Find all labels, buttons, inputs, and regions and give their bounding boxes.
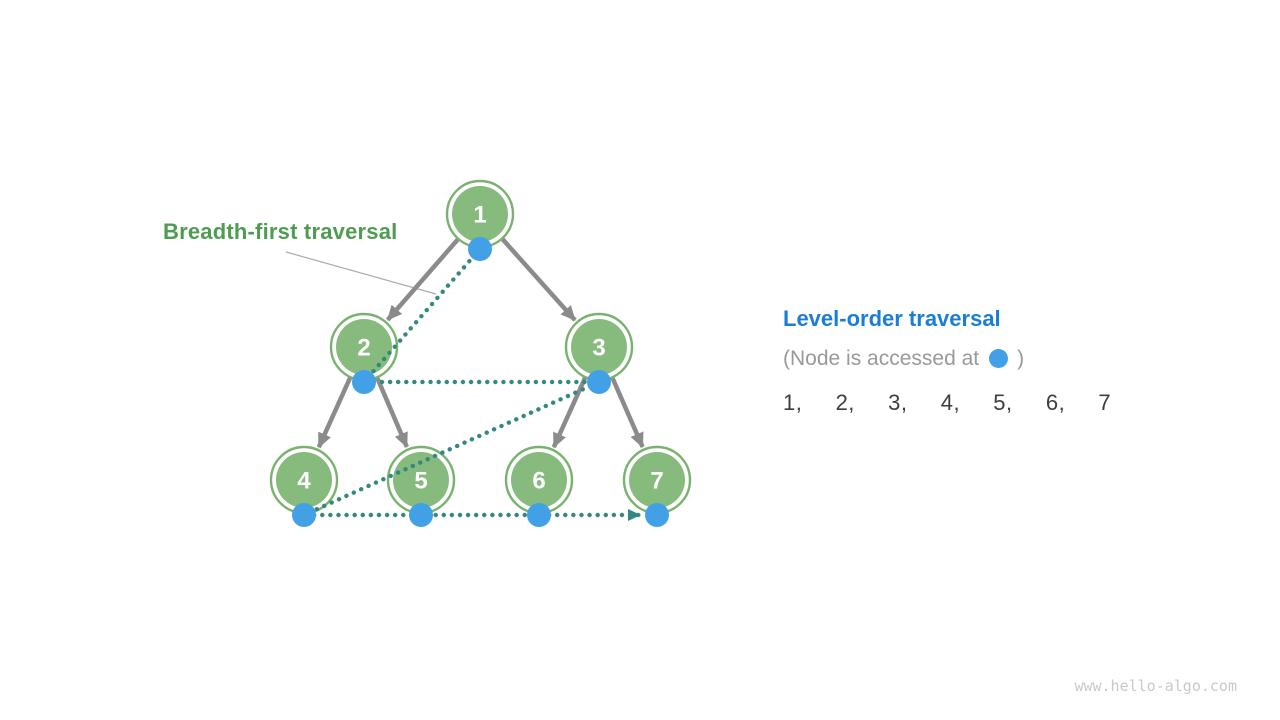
access-dot-4	[292, 503, 316, 527]
tree-node-1: 1	[445, 179, 515, 249]
traversal-sequence: 1, 2, 3, 4, 5, 6, 7	[783, 390, 1112, 415]
legend-note: (Node is accessed at )	[783, 345, 1111, 372]
label-pointer-line	[285, 251, 437, 295]
access-dot-icon	[989, 349, 1009, 368]
tree-node-5: 5	[386, 445, 456, 515]
tree-node-label: 3	[592, 335, 605, 362]
tree-node-label: 1	[473, 202, 486, 229]
access-dot-6	[527, 503, 551, 527]
tree-node-2: 2	[329, 312, 399, 382]
access-dot-5	[409, 503, 433, 527]
tree-node-label: 7	[650, 468, 663, 495]
legend-note-prefix: (Node is accessed at	[783, 347, 980, 370]
tree-node-label: 4	[297, 468, 311, 495]
breadth-first-traversal-label: Breadth-first traversal	[163, 219, 398, 244]
tree-node-3: 3	[564, 312, 634, 382]
access-dot-3	[587, 370, 611, 394]
tree-node-label: 5	[414, 468, 427, 495]
tree-node-7: 7	[622, 445, 692, 515]
tree-node-label: 6	[532, 468, 545, 495]
legend-note-suffix: )	[1017, 347, 1025, 370]
access-dot-7	[645, 503, 669, 527]
tree-node-label: 2	[357, 335, 370, 362]
watermark: www.hello-algo.com	[1074, 677, 1237, 695]
tree-node-6: 6	[504, 445, 574, 515]
access-dot-1	[468, 237, 492, 261]
legend-panel: Level-order traversal (Node is accessed …	[783, 305, 1111, 416]
legend-title: Level-order traversal	[783, 306, 1001, 331]
access-dot-2	[352, 370, 376, 394]
